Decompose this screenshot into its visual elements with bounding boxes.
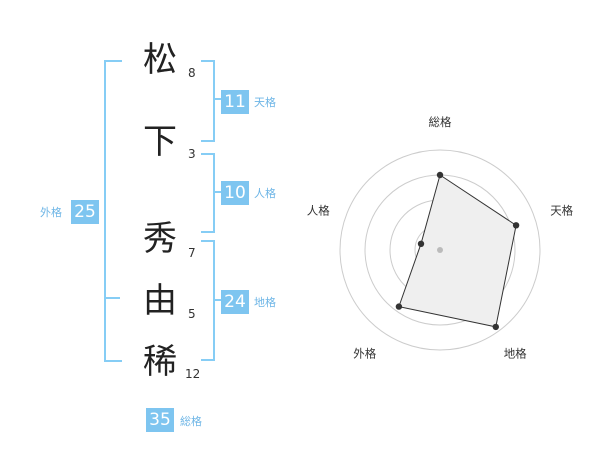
gaikaku-bracket <box>104 60 122 362</box>
radar-axis-label-3: 地格 <box>504 347 527 361</box>
stroke-count-2: 3 <box>188 147 196 161</box>
gaikaku-bracket-tick <box>104 297 120 299</box>
jinkaku-bracket-tick <box>213 191 221 193</box>
tenkaku-bracket <box>201 60 215 142</box>
radar-point-5 <box>417 240 425 247</box>
chikaku-value-badge: 24 <box>221 290 249 314</box>
radar-axis-label-2: 天格 <box>550 203 573 217</box>
gaikaku-label: 外格 <box>40 206 62 219</box>
stroke-count-3: 7 <box>188 246 196 260</box>
radar-point-4 <box>395 303 403 310</box>
chikaku-bracket-tick <box>213 299 221 301</box>
tenkaku-label: 天格 <box>254 96 276 109</box>
soukaku-label: 総格 <box>180 415 202 428</box>
radar-axis-label-5: 人格 <box>307 203 330 217</box>
soukaku-value-badge: 35 <box>146 408 174 432</box>
tenkaku-bracket-tick <box>213 98 221 100</box>
name-char-4: 由 <box>143 281 177 321</box>
radar-point-2 <box>512 222 520 229</box>
name-char-5: 稀 <box>143 342 177 382</box>
gaikaku-value-badge: 25 <box>71 200 99 224</box>
jinkaku-bracket <box>201 153 215 233</box>
tenkaku-value-badge: 11 <box>221 90 249 114</box>
jinkaku-label: 人格 <box>254 187 276 200</box>
name-char-1: 松 <box>143 40 177 80</box>
name-char-3: 秀 <box>143 219 177 259</box>
name-char-2: 下 <box>143 122 177 162</box>
stroke-count-5: 12 <box>185 367 201 381</box>
radar-point-1 <box>436 171 444 179</box>
radar-axis-label-4: 外格 <box>353 347 376 361</box>
stroke-count-1: 8 <box>188 66 196 80</box>
radar-point-3 <box>492 323 499 331</box>
stroke-count-4: 5 <box>188 307 196 321</box>
jinkaku-value-badge: 10 <box>221 181 249 205</box>
radar-center-dot <box>437 247 443 253</box>
radar-ring-4 <box>339 149 541 351</box>
radar-series-polygon <box>398 174 517 328</box>
chikaku-label: 地格 <box>254 296 276 309</box>
radar-axis-label-1: 総格 <box>429 115 452 129</box>
